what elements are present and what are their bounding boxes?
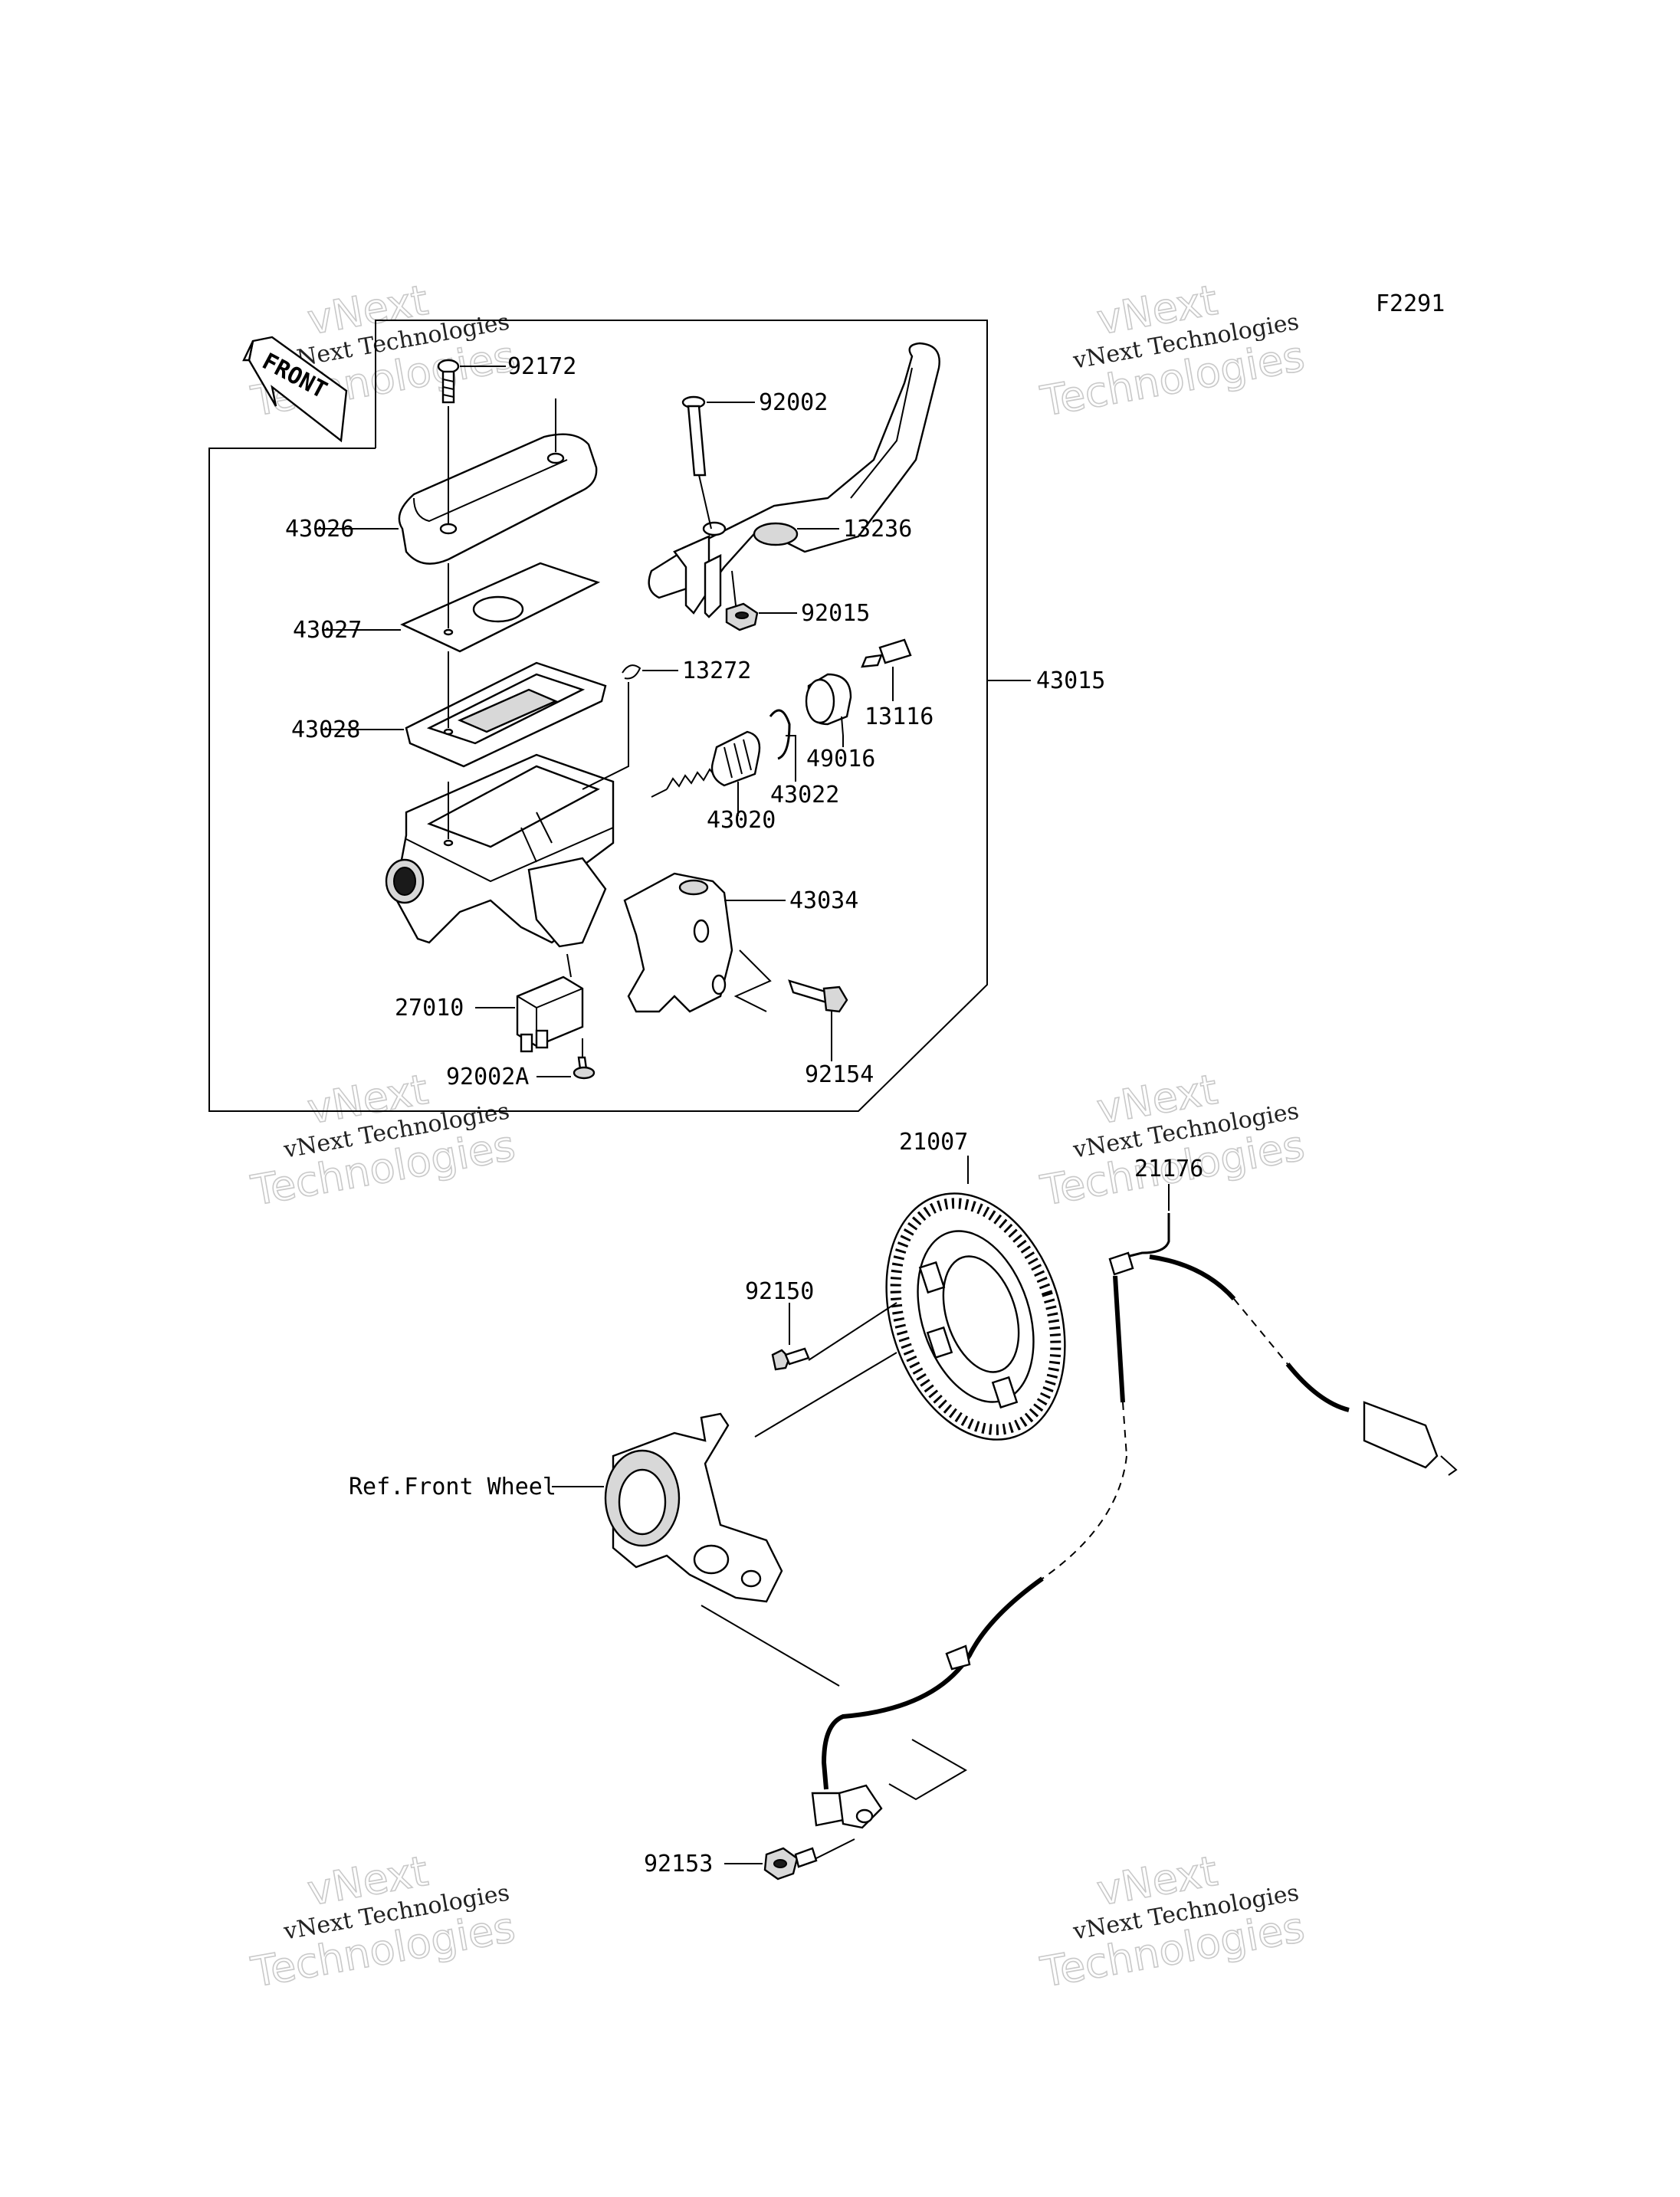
assembly-outline	[208, 320, 988, 1112]
label-13236: 13236	[843, 516, 912, 543]
screw-92002A	[573, 1056, 596, 1080]
screw-92172	[437, 359, 460, 404]
diagram-code: F2291	[1376, 290, 1445, 317]
watermark-mid-right: vNext vNext Technologies Technologies	[1036, 1064, 1308, 1215]
reservoir-cap-43026	[398, 433, 598, 565]
label-92150: 92150	[745, 1278, 814, 1305]
pivot-bolt-13116	[861, 638, 912, 668]
label-43034: 43034	[789, 887, 858, 914]
watermark-top-right: vNext vNext Technologies Technologies	[1036, 275, 1308, 426]
label-ref-front-wheel: Ref.Front Wheel	[349, 1474, 556, 1500]
screw-92150	[771, 1347, 810, 1371]
brake-switch-27010	[516, 976, 584, 1053]
label-13272: 13272	[682, 657, 751, 684]
watermark-mid-left: vNext vNext Technologies Technologies	[247, 1064, 519, 1215]
master-cylinder-body	[385, 753, 615, 948]
clamp-43034	[623, 872, 733, 1013]
label-92172: 92172	[507, 353, 576, 380]
label-43022: 43022	[770, 782, 839, 808]
label-27010: 27010	[395, 995, 464, 1021]
label-13116: 13116	[865, 703, 934, 730]
boot-49016	[805, 673, 852, 726]
label-43028: 43028	[291, 716, 360, 743]
label-43015: 43015	[1036, 667, 1105, 694]
label-92154: 92154	[805, 1061, 874, 1088]
watermark-bottom-right: vNext vNext Technologies Technologies	[1036, 1846, 1308, 1997]
label-92002A: 92002A	[446, 1064, 529, 1090]
abs-sensor-21176	[811, 1213, 1458, 1829]
label-43020: 43020	[707, 807, 776, 834]
front-wheel-hub	[604, 1412, 783, 1603]
label-43027: 43027	[293, 617, 362, 644]
label-21007: 21007	[899, 1129, 968, 1156]
circlip-43022	[769, 709, 791, 760]
bolt-92153	[763, 1847, 818, 1881]
label-43026: 43026	[285, 516, 354, 543]
bolt-92154	[788, 979, 848, 1013]
clip-13272	[622, 664, 641, 680]
label-92002: 92002	[759, 389, 828, 416]
label-21176: 21176	[1134, 1156, 1203, 1182]
label-92015: 92015	[801, 600, 870, 627]
brake-lever-13236	[648, 342, 940, 618]
piston-spring-43020	[651, 730, 761, 798]
abs-rotor-21007	[885, 1192, 1066, 1441]
nut-92015	[725, 602, 759, 631]
diaphragm-43028	[405, 661, 607, 768]
pin-92002	[681, 395, 707, 477]
label-49016: 49016	[806, 746, 875, 772]
diaphragm-plate-43027	[400, 562, 601, 653]
label-92153: 92153	[644, 1851, 713, 1877]
watermark-bottom-left: vNext vNext Technologies Technologies	[247, 1846, 519, 1997]
